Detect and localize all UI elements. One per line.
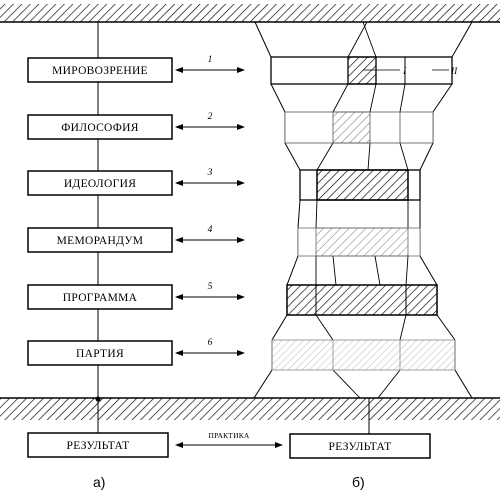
level-3-core [316, 169, 409, 201]
level-4-core [315, 227, 409, 257]
box-party-label: ПАРТИЯ [76, 348, 124, 360]
left-chain: МИРОВОЗРЕНИЕ ФИЛОСОФИЯ ИДЕОЛОГИЯ МЕМОРАН… [27, 57, 173, 458]
caption-b: б) [352, 474, 365, 490]
box-program [27, 284, 173, 310]
box-ideology [27, 170, 173, 196]
arrows: 1 2 3 4 5 6 ПРАКТИКА [175, 55, 283, 448]
practice-label: ПРАКТИКА [208, 431, 249, 440]
column-inner-lines [315, 21, 418, 399]
arrow-4-number: 4 [208, 225, 213, 235]
box-result-right [289, 433, 431, 459]
box-worldview-label: МИРОВОЗРЕНИЕ [52, 65, 148, 77]
spine-node [95, 396, 101, 402]
level-2-core [332, 111, 371, 144]
box-memorandum [27, 227, 173, 253]
arrow-5-number: 5 [208, 282, 213, 292]
box-result-right-label: РЕЗУЛЬТАТ [329, 441, 392, 453]
box-party [27, 340, 173, 366]
caption-a: а) [93, 474, 105, 490]
arrow-6-number: 6 [208, 338, 213, 348]
top-ground-band [0, 4, 500, 23]
box-result-left [27, 432, 169, 458]
box-program-label: ПРОГРАММА [63, 292, 138, 304]
arrow-1-number: 1 [208, 55, 213, 65]
box-philosophy [27, 114, 173, 140]
level-6 [271, 339, 456, 371]
column-outline [253, 21, 473, 399]
arrow-3-number: 3 [207, 168, 213, 178]
box-memorandum-label: МЕМОРАНДУМ [57, 235, 144, 247]
arrow-2-number: 2 [208, 112, 213, 122]
box-ideology-label: ИДЕОЛОГИЯ [64, 178, 136, 190]
label-I: I [402, 67, 407, 77]
box-result-left-label: РЕЗУЛЬТАТ [67, 440, 130, 452]
right-column: I II РЕЗУЛЬТАТ [253, 21, 473, 459]
level-1-core [347, 56, 377, 85]
bottom-ground-band [0, 397, 500, 420]
box-worldview [27, 57, 173, 83]
box-philosophy-label: ФИЛОСОФИЯ [61, 122, 139, 134]
level-5 [286, 284, 438, 316]
label-II: II [450, 67, 458, 77]
